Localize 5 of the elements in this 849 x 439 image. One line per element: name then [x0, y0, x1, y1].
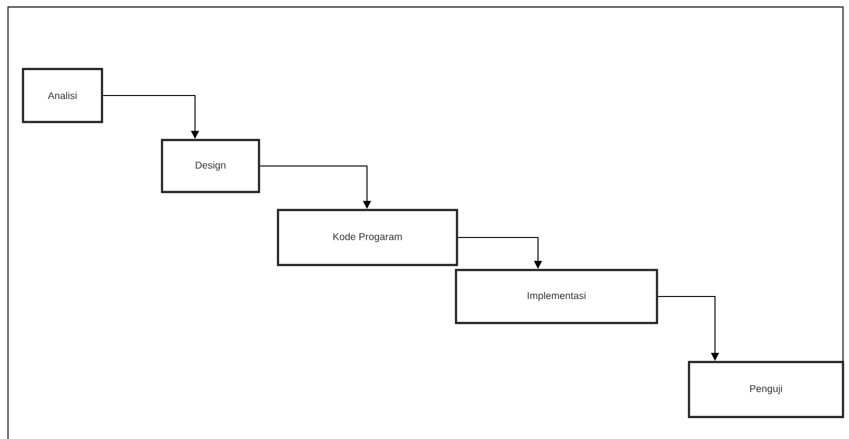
process-box: Penguji — [688, 360, 844, 418]
process-box: Kode Progaram — [276, 208, 458, 266]
process-box: Design — [160, 138, 260, 194]
process-box: Analisi — [22, 68, 104, 124]
process-box: Implementasi — [454, 268, 658, 324]
